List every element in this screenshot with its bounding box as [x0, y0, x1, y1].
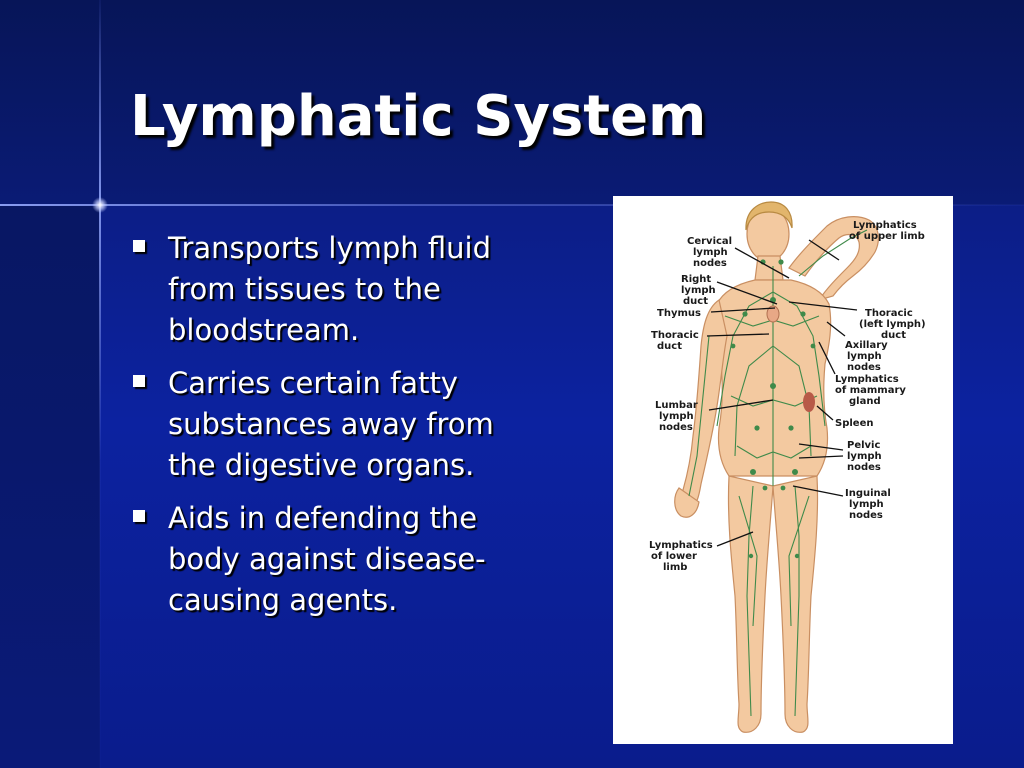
sparkle-decoration [92, 197, 108, 213]
leader-lines [706, 239, 858, 547]
bullet-text: Aids in defending the body against disea… [168, 501, 486, 617]
bullet-list: Transports lymph fluid from tissues to t… [130, 228, 530, 633]
label-lymphatics-mammary-gland: Lymphatics of mammary gland [835, 374, 909, 407]
square-bullet-icon [133, 240, 145, 252]
bullet-text: Carries certain fatty substances away fr… [168, 366, 494, 482]
bullet-item: Aids in defending the body against disea… [130, 498, 530, 621]
title-band [0, 0, 1024, 205]
lymphatic-diagram-svg: Lymphatics of upper limb Cervical lymph … [649, 201, 929, 733]
left-band [0, 205, 100, 768]
label-inguinal-lymph-nodes: Inguinal lymph nodes [845, 488, 894, 521]
label-lumbar-lymph-nodes: Lumbar lymph nodes [655, 400, 701, 433]
vertical-rule [99, 0, 101, 768]
label-lymphatics-upper-limb: Lymphatics of upper limb [849, 220, 925, 242]
label-thymus: Thymus [657, 308, 701, 319]
lymphatic-diagram: Lymphatics of upper limb Cervical lymph … [613, 196, 953, 744]
thymus-shape [766, 305, 780, 323]
bullet-item: Transports lymph fluid from tissues to t… [130, 228, 530, 351]
bullet-text: Transports lymph fluid from tissues to t… [168, 231, 491, 347]
label-right-lymph-duct: Right lymph duct [681, 274, 719, 307]
label-thoracic-left-lymph-duct: Thoracic (left lymph) duct [859, 308, 929, 341]
square-bullet-icon [133, 375, 145, 387]
label-thoracic-duct: Thoracic duct [651, 330, 702, 352]
label-pelvic-lymph-nodes: Pelvic lymph nodes [847, 440, 885, 473]
label-spleen: Spleen [835, 418, 873, 429]
bullet-item: Carries certain fatty substances away fr… [130, 363, 530, 486]
horizontal-rule [0, 204, 1024, 206]
lymph-network [688, 229, 868, 717]
square-bullet-icon [133, 510, 145, 522]
label-lymphatics-lower-limb: Lymphatics of lower limb [649, 540, 716, 573]
lymph-nodes [730, 259, 816, 559]
spleen-shape [803, 392, 815, 412]
slide-title: Lymphatic System [130, 84, 707, 149]
label-cervical-lymph-nodes: Cervical lymph nodes [687, 236, 736, 269]
label-axillary-lymph-nodes: Axillary lymph nodes [845, 340, 891, 373]
